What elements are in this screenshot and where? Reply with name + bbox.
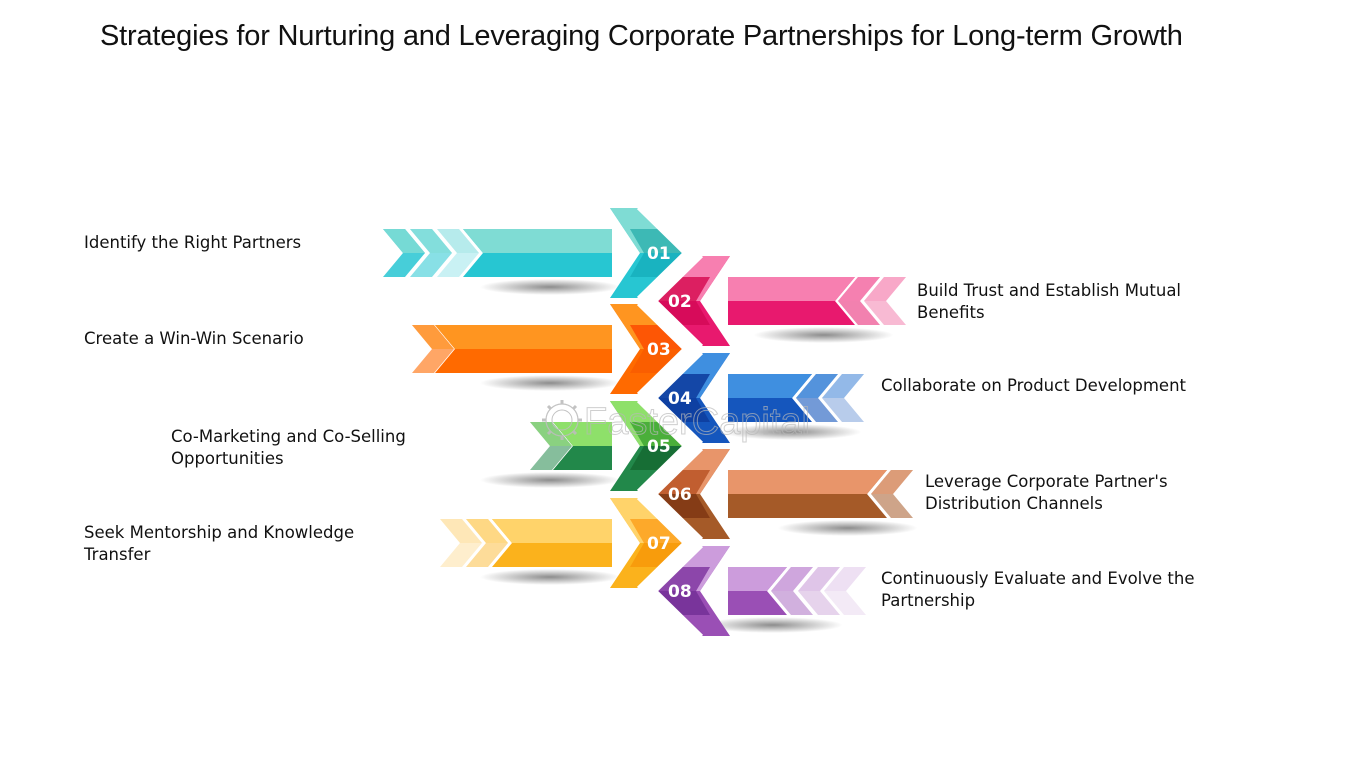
arrow-shadow [480, 279, 620, 295]
tail-chevron-highlight [383, 229, 425, 253]
arrow-shadow [480, 375, 620, 391]
arrow-core-highlight [658, 374, 710, 398]
step-number-02: 02 [668, 292, 692, 312]
tail-chevron [798, 567, 840, 615]
arrow-core-highlight [630, 229, 682, 253]
tail-chevron [822, 374, 864, 422]
gear-logo-icon [542, 400, 582, 440]
arrow-shaft-highlight [728, 567, 787, 591]
step-label-02: Build Trust and Establish Mutual Benefit… [917, 281, 1182, 322]
arrow-shadow [721, 424, 862, 440]
step-label-05: Co-Marketing and Co-Selling Opportunitie… [171, 427, 406, 468]
tail-chevron-highlight [822, 374, 864, 398]
tail-chevron-highlight [437, 229, 479, 253]
arrow-step-07: 07 [440, 496, 687, 590]
tail-chevron-highlight [824, 567, 866, 591]
arrow-shaft-highlight [492, 519, 612, 543]
arrow-head-outline [636, 399, 687, 493]
step-number-03: 03 [647, 340, 671, 360]
watermark-text: FasterCapital [584, 401, 810, 443]
step-number-04: 04 [668, 389, 692, 409]
tail-chevron-highlight [798, 567, 840, 591]
step-label-04: Collaborate on Product Development [881, 376, 1186, 395]
arrow-shadow [480, 472, 620, 488]
step-label-06: Leverage Corporate Partner's Distributio… [925, 472, 1168, 513]
tail-chevron [466, 519, 508, 567]
arrow-step-02: 02 [653, 254, 906, 348]
tail-chevron [864, 277, 906, 325]
arrow-shaft-highlight [435, 325, 612, 349]
arrow-core-highlight [630, 519, 682, 543]
arrow-shaft-highlight [728, 470, 887, 494]
tail-chevron-highlight [838, 277, 880, 301]
tail-chevron-highlight [864, 277, 906, 301]
tail-chevron [437, 229, 479, 277]
watermark: FasterCapital [542, 400, 810, 444]
arrow-shadow [777, 520, 918, 536]
arrow-shadow [702, 617, 843, 633]
tail-chevron-highlight [796, 374, 838, 398]
arrow-head-outline [653, 254, 704, 348]
arrow-head-outline [636, 206, 687, 300]
arrows-group: 01 03 05 07 02 04 06 08 [383, 206, 918, 638]
step-label-08: Continuously Evaluate and Evolve the Par… [881, 569, 1195, 610]
step-number-07: 07 [647, 534, 671, 554]
step-number-08: 08 [668, 582, 692, 602]
arrow-head-outline [653, 544, 704, 638]
arrow-shadow [480, 569, 620, 585]
arrow-step-04: 04 [653, 351, 864, 445]
arrow-core-highlight [630, 422, 682, 446]
arrow-head-outline [636, 496, 687, 590]
arrow-core-highlight [630, 325, 682, 349]
tail-chevron-highlight [771, 567, 813, 591]
step-label-01: Identify the Right Partners [84, 233, 302, 252]
arrow-step-08: 08 [653, 544, 866, 638]
tail-chevron-highlight [412, 325, 454, 349]
tail-chevron [771, 567, 813, 615]
tail-chevron [440, 519, 482, 567]
arrow-head-outline [653, 351, 704, 445]
arrow-step-06: 06 [653, 447, 918, 541]
arrow-step-05: 05 [480, 399, 687, 493]
step-number-05: 05 [647, 437, 671, 457]
page-title: Strategies for Nurturing and Leveraging … [100, 20, 1183, 52]
arrow-shaft-highlight [463, 229, 612, 253]
arrow-core-highlight [658, 470, 710, 494]
tail-chevron-highlight [440, 519, 482, 543]
arrow-head-outline [653, 447, 704, 541]
arrow-core-highlight [658, 567, 710, 591]
arrow-head-outline [636, 302, 687, 396]
arrow-shaft-highlight [728, 277, 855, 301]
arrow-shadow [753, 327, 894, 343]
arrow-step-03: 03 [412, 302, 687, 396]
arrow-shaft-highlight [728, 374, 812, 398]
tail-chevron-highlight [871, 470, 913, 494]
tail-chevron-highlight [466, 519, 508, 543]
arrow-step-01: 01 [383, 206, 687, 300]
step-label-03: Create a Win-Win Scenario [84, 329, 304, 348]
step-label-07: Seek Mentorship and Knowledge Transfer [84, 523, 355, 564]
tail-chevron [824, 567, 866, 615]
tail-chevron-highlight [410, 229, 452, 253]
arrow-core-highlight [658, 277, 710, 301]
step-number-01: 01 [647, 244, 671, 264]
step-number-06: 06 [668, 485, 692, 505]
